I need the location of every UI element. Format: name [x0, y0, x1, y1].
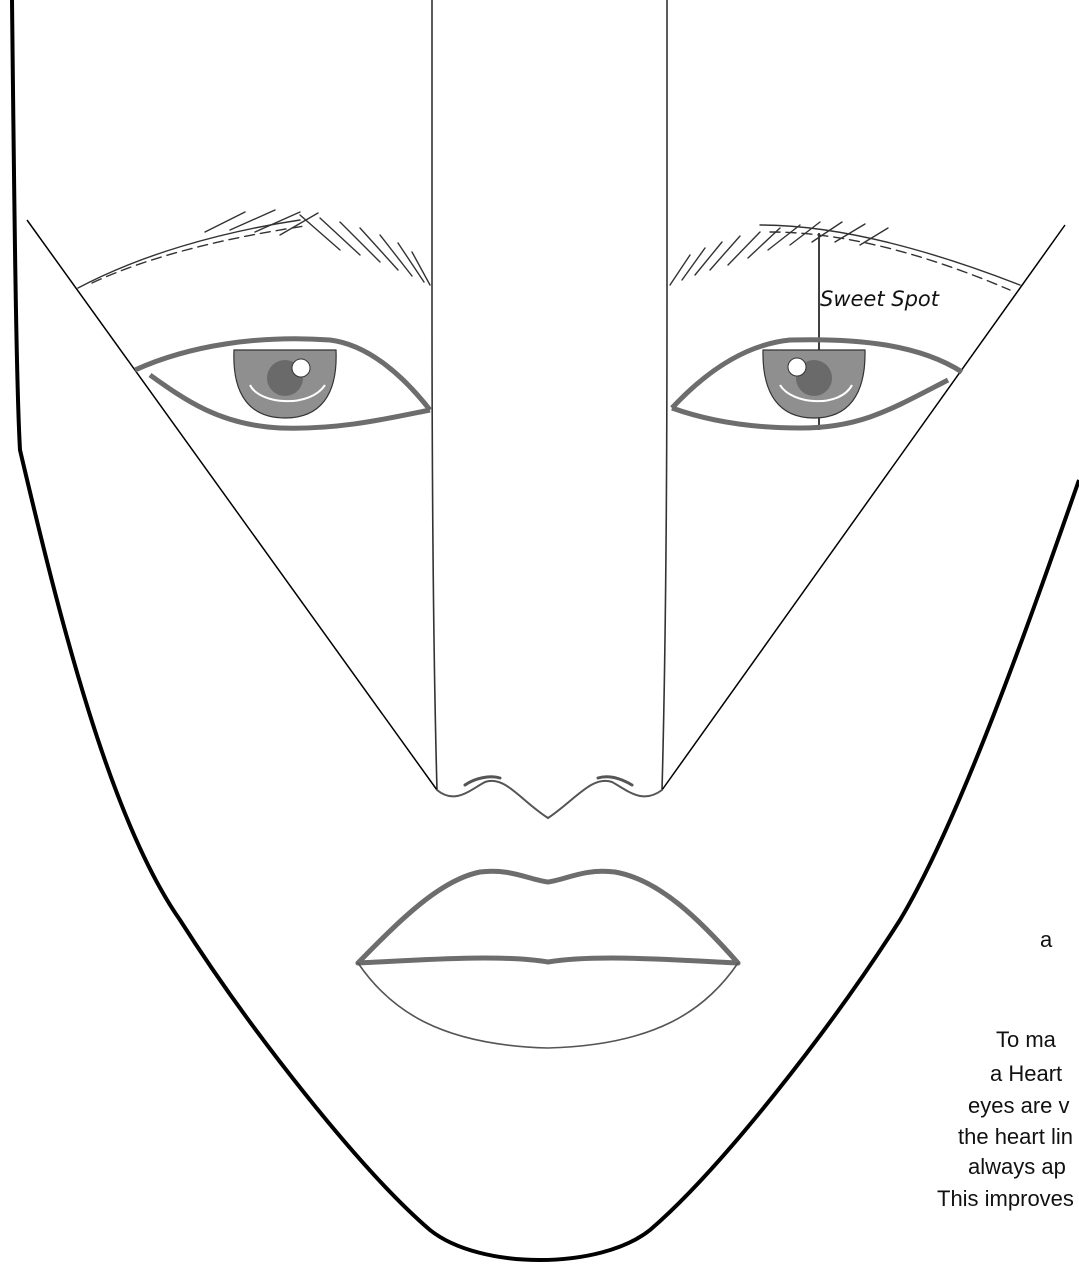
- note-line-4: eyes are v: [968, 1095, 1070, 1117]
- face-outline: [12, 0, 1079, 1260]
- left-eyebrow: [78, 210, 430, 288]
- right-eyebrow: [670, 222, 1020, 290]
- note-line-6: always ap: [968, 1156, 1066, 1178]
- left-eye: [135, 339, 430, 428]
- note-line-5: the heart lin: [958, 1126, 1073, 1148]
- nose: [437, 777, 662, 818]
- right-eye: [672, 340, 962, 428]
- sweet-spot-label: Sweet Spot: [820, 287, 939, 311]
- note-line-3: a Heart: [990, 1063, 1062, 1085]
- right-eye-highlight: [788, 358, 806, 376]
- left-eye-highlight: [292, 359, 310, 377]
- note-line-2: To ma: [996, 1029, 1056, 1051]
- lips: [358, 871, 738, 1048]
- lower-lip: [358, 963, 738, 1048]
- lip-line: [358, 958, 738, 963]
- note-line-1: a: [1040, 929, 1052, 951]
- nose-bridge-left-line: [432, 0, 437, 790]
- nose-bridge-right-line: [662, 0, 667, 790]
- note-line-7: This improves: [937, 1188, 1074, 1210]
- upper-lip: [358, 871, 738, 963]
